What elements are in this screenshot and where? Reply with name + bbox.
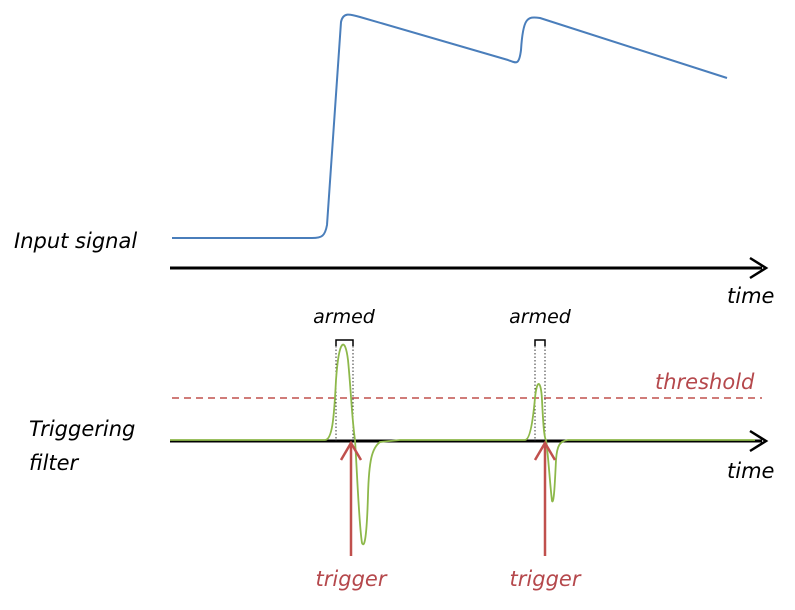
armed-bracket-1 xyxy=(335,339,354,346)
time-label-top: time xyxy=(727,284,774,308)
threshold-label: threshold xyxy=(655,370,755,394)
trigger-arrow-2-head xyxy=(533,440,557,461)
time-axis-bottom-arrowhead xyxy=(749,429,769,453)
input-signal-curve xyxy=(172,13,728,239)
triggering-filter-label-line1: Triggering xyxy=(29,417,135,441)
input-signal-label: Input signal xyxy=(14,229,137,253)
armed-bracket-2 xyxy=(534,339,546,346)
time-label-bottom: time xyxy=(727,459,774,483)
armed-label-1: armed xyxy=(313,306,376,328)
filter-signal-curve xyxy=(170,343,755,546)
trigger-label-1: trigger xyxy=(316,567,388,591)
triggering-filter-label-line2: filter xyxy=(29,451,80,475)
time-axis-top-arrowhead xyxy=(749,256,769,280)
trigger-arrow-1-head xyxy=(339,440,363,461)
trigger-label-2: trigger xyxy=(510,567,582,591)
armed-label-2: armed xyxy=(509,306,572,328)
